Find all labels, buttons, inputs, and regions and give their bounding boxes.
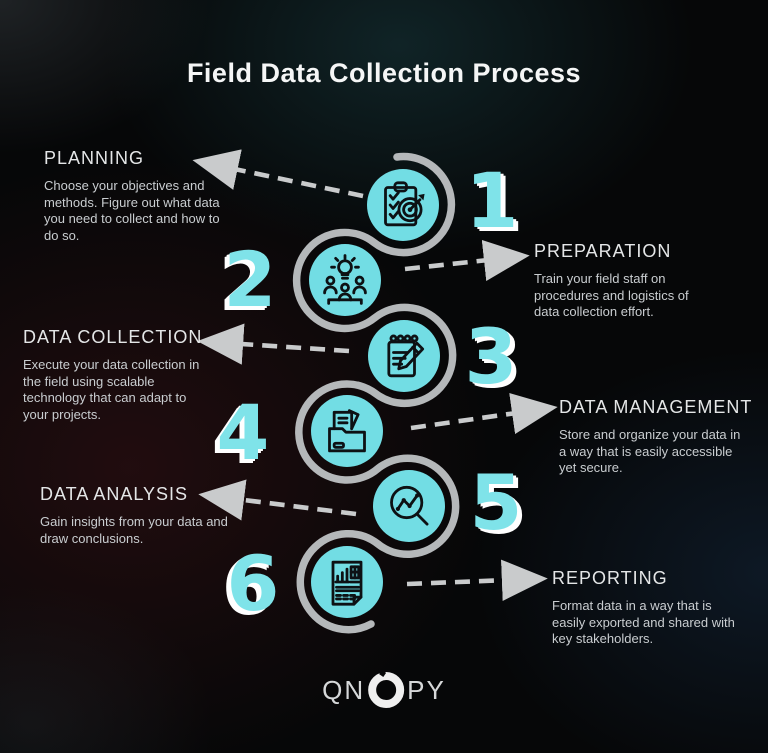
- step1-text-block: PLANNING Choose your objectives and meth…: [44, 148, 244, 244]
- arrow-step2: [404, 239, 530, 282]
- step3-number: 3: [464, 312, 518, 401]
- step1-number: 1: [465, 156, 519, 245]
- step4-text-block: DATA MANAGEMENT Store and organize your …: [559, 397, 764, 477]
- step3-icon-circle: [368, 320, 440, 392]
- arrow-step6: [406, 559, 548, 601]
- step3-title: DATA COLLECTION: [23, 327, 203, 347]
- arrow-step1: [192, 149, 364, 199]
- arrow-step4: [410, 393, 558, 435]
- step6-text-block: REPORTING Format data in a way that is e…: [552, 568, 762, 648]
- step5-number: 5: [469, 458, 523, 547]
- step3-text-block: DATA COLLECTION Execute your data collec…: [23, 327, 253, 423]
- step4-title: DATA MANAGEMENT: [559, 397, 753, 417]
- step2-icon-circle: [309, 244, 381, 316]
- report-document-icon: [331, 560, 363, 606]
- step6-number: 6: [226, 539, 280, 628]
- step6-description: Format data in a way that is easily expo…: [552, 598, 735, 646]
- step5-icon-circle: [373, 470, 445, 542]
- step6-icon-circle: [311, 546, 383, 618]
- step1-title: PLANNING: [44, 148, 145, 168]
- step2-text-block: PREPARATION Train your field staff on pr…: [534, 241, 744, 321]
- step5-text-block: DATA ANALYSIS Gain insights from your da…: [40, 484, 280, 547]
- step5-title: DATA ANALYSIS: [40, 484, 189, 504]
- step4-icon-circle: [311, 395, 383, 467]
- step5-description: Gain insights from your data and draw co…: [40, 514, 228, 546]
- step4-number: 4: [216, 388, 270, 477]
- step1-icon-circle: [367, 169, 439, 241]
- serpentine-path: [292, 152, 460, 634]
- arrow-step5: [198, 479, 357, 521]
- logo-letters-right: PY: [407, 675, 446, 705]
- step1-description: Choose your objectives and methods. Figu…: [44, 178, 220, 243]
- page-title: Field Data Collection Process: [186, 58, 582, 88]
- step6-title: REPORTING: [552, 568, 668, 588]
- folder-documents-icon: [328, 409, 366, 453]
- qnopy-logo: QN PY: [322, 672, 446, 708]
- chart-magnifier-icon: [390, 485, 429, 526]
- step3-description: Execute your data collection in the fiel…: [23, 357, 200, 422]
- step2-number: 2: [223, 235, 277, 324]
- step4-description: Store and organize your data in a way th…: [559, 427, 741, 475]
- clipboard-target-icon: [384, 181, 425, 227]
- logo-o-ring-icon: [368, 672, 405, 708]
- notepad-pencil-icon: [387, 334, 425, 378]
- step2-description: Train your field staff on procedures and…: [534, 271, 689, 319]
- logo-letters-left: QN: [322, 675, 366, 705]
- step2-title: PREPARATION: [534, 241, 672, 261]
- team-idea-icon: [323, 254, 367, 305]
